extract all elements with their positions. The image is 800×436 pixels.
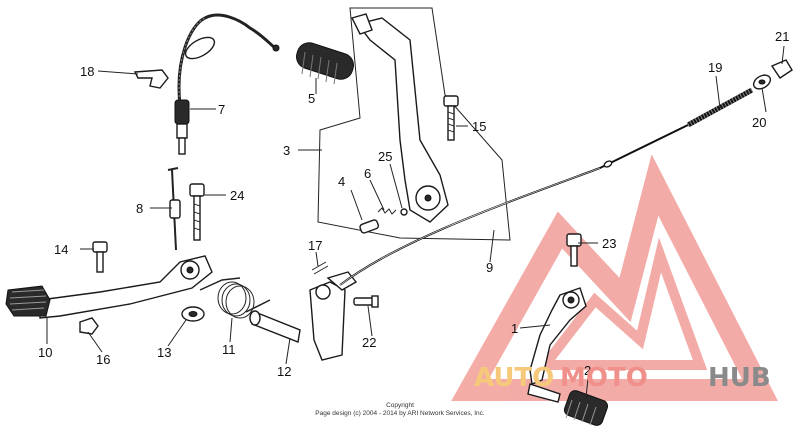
callout-20: 20 [752,115,766,130]
spring-small [377,207,397,215]
bolt-14 [92,241,108,273]
switch-wire [174,13,280,155]
washer-13 [181,306,205,322]
callout-19: 19 [708,60,722,75]
callout-23: 23 [602,236,616,251]
watermark-hub: HUB [708,363,771,393]
callout-2: 2 [584,363,591,378]
bolt-24 [189,183,205,241]
callout-12: 12 [277,364,291,379]
nut-16 [79,317,99,335]
watermark-moto: MOTO [560,363,648,393]
callout-13: 13 [157,345,171,360]
watermark-logo [451,154,778,401]
kick-lever-assembly [350,13,449,223]
adjust-rod [167,167,181,251]
callout-9: 9 [486,260,493,275]
pin-22 [353,295,379,308]
watermark-auto: AUTO [474,363,554,393]
callout-11: 11 [222,342,236,357]
clevis [770,59,793,79]
callout-25: 25 [378,149,392,164]
callout-16: 16 [96,352,110,367]
cotter-pin [311,261,329,275]
pivot-shaft [249,271,358,361]
callout-14: 14 [54,242,68,257]
rubber-grip [296,42,354,85]
bolt-23 [566,233,582,267]
copyright-title: Copyright [386,402,414,409]
watermark-text: AUTO MOTO HUB [474,363,771,393]
pin [359,219,380,234]
steel-ball [400,208,408,216]
callout-17: 17 [308,238,322,253]
copyright-line: Page design (c) 2004 - 2014 by ARI Netwo… [315,410,485,417]
brake-pedal [5,255,213,319]
callout-8: 8 [136,201,143,216]
callout-7: 7 [218,102,225,117]
callout-6: 6 [364,166,371,181]
callout-4: 4 [338,174,345,189]
callout-24: 24 [230,188,244,203]
assembly-outline [317,7,511,241]
callout-10: 10 [38,345,52,360]
callout-22: 22 [362,335,376,350]
leader-lines [46,45,785,399]
callout-21: 21 [775,29,789,44]
brake-cable [339,123,691,286]
callout-5: 5 [308,91,315,106]
callout-1: 1 [511,321,518,336]
shift-lever [527,287,587,403]
callout-3: 3 [283,143,290,158]
wire-clip [133,69,169,89]
return-spring [199,277,271,319]
shift-rubber [563,390,609,426]
callout-18: 18 [80,64,94,79]
bolt-15 [443,95,459,141]
callouts: 1 2 3 4 5 6 7 8 9 10 11 12 13 14 15 16 1… [38,29,789,379]
callout-15: 15 [472,119,486,134]
adjuster-nut [752,74,772,90]
